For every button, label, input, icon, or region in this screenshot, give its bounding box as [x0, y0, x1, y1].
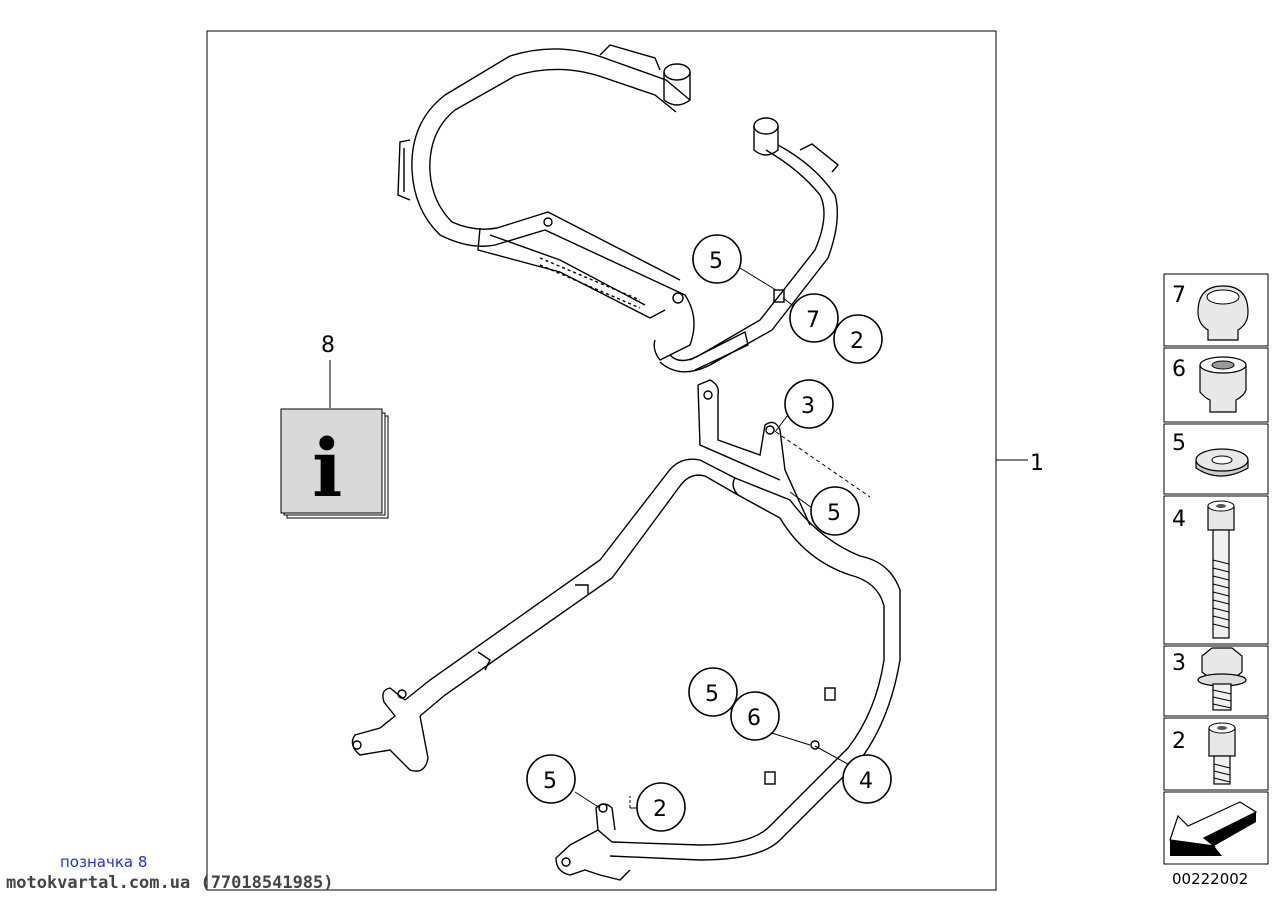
lower-mount-plate: [697, 379, 811, 526]
callout-5-top: 5: [692, 234, 742, 284]
washer-icon: [1195, 448, 1249, 477]
parts-list-number-5: 5: [1172, 431, 1186, 456]
svg-text:6: 6: [747, 706, 761, 731]
spacer-sleeve-icon: [1199, 356, 1247, 413]
lower-crash-bar: [351, 458, 901, 881]
svg-text:5: 5: [827, 501, 841, 526]
rubber-buffer-icon: [1197, 285, 1249, 341]
svg-text:7: 7: [806, 308, 820, 333]
svg-text:4: 4: [859, 769, 873, 794]
svg-text:5: 5: [543, 769, 557, 794]
callout-1: 1: [1030, 451, 1044, 476]
hex-flange-bolt-icon: [1197, 647, 1247, 711]
svg-text:5: 5: [705, 682, 719, 707]
parts-list-number-2: 2: [1172, 729, 1186, 754]
callout-5-mid: 5: [810, 486, 860, 536]
info-document-icon: i: [280, 408, 389, 519]
callout-5-bottom: 5: [526, 754, 576, 804]
callout-4: 4: [842, 754, 892, 804]
callout-3: 3: [784, 379, 834, 429]
long-socket-bolt-icon: [1207, 500, 1235, 639]
callout-6: 6: [730, 691, 780, 741]
callout-7: 7: [789, 293, 839, 343]
footer-label: позначка 8: [60, 853, 148, 871]
svg-text:3: 3: [801, 394, 815, 419]
upper-right-tube: [659, 117, 840, 373]
callout-leaders: [329, 267, 871, 809]
socket-head-screw-icon: [1208, 722, 1236, 785]
navigation-arrow-icon: [1169, 801, 1258, 856]
info-symbol: i: [312, 421, 342, 515]
parts-list-number-4: 4: [1172, 507, 1186, 532]
callout-2-bottom: 2: [636, 782, 686, 832]
svg-text:5: 5: [709, 249, 723, 274]
svg-text:2: 2: [850, 329, 864, 354]
parts-list-number-6: 6: [1172, 357, 1186, 382]
parts-list: 7 6 5 4 3 2: [1163, 273, 1269, 865]
callout-5-low: 5: [688, 667, 738, 717]
callout-8: 8: [321, 333, 335, 358]
callout-2-top: 2: [833, 314, 883, 364]
footer-site: motokvartal.com.ua (77018541985): [6, 873, 334, 893]
parts-list-number-7: 7: [1172, 283, 1186, 308]
parts-list-number-3: 3: [1172, 651, 1186, 676]
diagram-code: 00222002: [1172, 870, 1249, 888]
upper-crash-bar: [397, 44, 695, 361]
svg-text:2: 2: [653, 797, 667, 822]
